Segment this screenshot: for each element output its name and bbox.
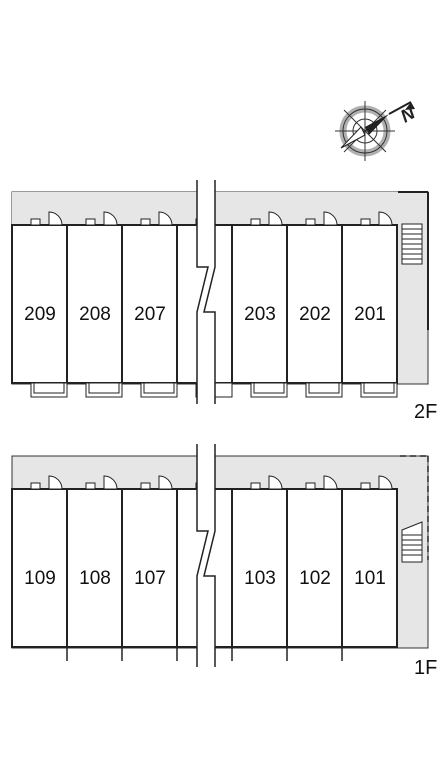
break-line-2f: [196, 180, 216, 404]
compass-north-icon: N: [335, 101, 419, 161]
floor-label-1f: 1F: [414, 657, 437, 679]
unit-101: 101: [341, 488, 398, 648]
floor-label-2f: 2F: [414, 401, 437, 423]
floor-1f: 109 108 107 103 102 101: [11, 444, 437, 679]
unit-103: 103: [231, 488, 288, 648]
unit-202: 202: [286, 224, 343, 384]
unit-203: 203: [231, 224, 288, 384]
unit-207: 207: [121, 224, 178, 384]
unit-label: 209: [24, 304, 56, 325]
unit-label: 202: [299, 304, 331, 325]
unit-107: 107: [121, 488, 178, 648]
door-icons-1f: [30, 475, 393, 490]
unit-label: 207: [134, 304, 166, 325]
unit-label: 108: [79, 568, 111, 589]
stairs-icon: [401, 521, 423, 563]
unit-label: 201: [354, 304, 386, 325]
floor-2f: 209 208 207 203 202 201: [11, 180, 437, 423]
unit-108: 108: [66, 488, 123, 648]
unit-label: 109: [24, 568, 56, 589]
unit-label: 102: [299, 568, 331, 589]
unit-102: 102: [286, 488, 343, 648]
unit-209: 209: [11, 224, 68, 384]
unit-109: 109: [11, 488, 68, 648]
compass-north-label: N: [397, 102, 419, 126]
unit-label: 208: [79, 304, 111, 325]
stairs-icon: [401, 223, 423, 265]
break-line-1f: [196, 444, 216, 667]
unit-208: 208: [66, 224, 123, 384]
unit-label: 103: [244, 568, 276, 589]
divider-ticks-1f: [66, 647, 343, 661]
unit-label: 107: [134, 568, 166, 589]
unit-label: 203: [244, 304, 276, 325]
unit-201: 201: [341, 224, 398, 384]
unit-label: 101: [354, 568, 386, 589]
